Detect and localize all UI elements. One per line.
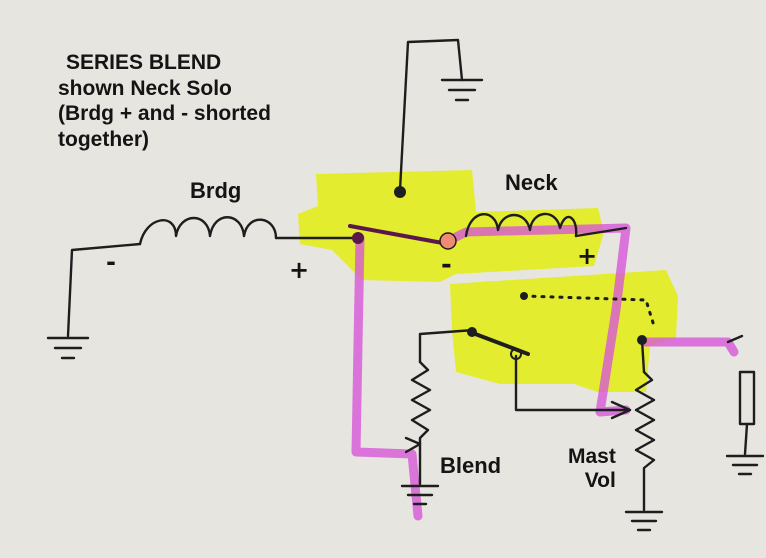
lower-switch-pivot: [467, 327, 477, 337]
upper-switch-highlight: [298, 170, 604, 282]
output-capacitor: [738, 370, 756, 426]
bridge-ground-wire: [66, 242, 142, 338]
bridge-pickup-coil: [138, 216, 278, 246]
title-line-4: together): [58, 127, 149, 151]
blend-wiper-arrow: [404, 436, 422, 454]
lower-switch-output-wire: [514, 354, 630, 412]
bridge-pickup-label: Brdg: [190, 178, 242, 203]
upper-ground-terminal: [394, 186, 406, 198]
master-pot-resistor: [634, 370, 656, 512]
ground-icon: [400, 484, 440, 506]
lower-switch-contact: [510, 348, 522, 360]
bridge-minus-sign: -: [106, 248, 116, 276]
bridge-plus-sign: +: [289, 256, 310, 284]
neck-pickup-label: Neck: [505, 170, 558, 195]
master-volume-label: Mast Vol: [568, 445, 616, 493]
ground-icon: [725, 454, 765, 476]
blend-pot-top-wire: [418, 328, 476, 364]
upper-switch-lever: [348, 224, 450, 246]
diagram-title: SERIES BLEND shown Neck Solo (Brdg + and…: [58, 50, 271, 152]
neck-minus-contact: [439, 232, 457, 250]
master-wiper-arrow: [610, 400, 632, 420]
bridge-plus-terminal: [352, 232, 364, 244]
title-line-3: (Brdg + and - shorted: [58, 102, 271, 126]
neck-plus-sign: +: [577, 242, 598, 270]
blend-pot-label: Blend: [440, 453, 502, 478]
wiring: [66, 38, 756, 512]
lower-switch-dot-terminal: [520, 292, 528, 300]
title-line-1: SERIES BLEND: [66, 51, 222, 74]
master-volume-label-line-2: Vol: [584, 469, 616, 493]
terminals: [352, 186, 647, 360]
lower-switch-highlight: [450, 270, 678, 392]
output-capacitor-lead: [743, 422, 749, 456]
neck-pickup-coil: [464, 212, 578, 238]
signal-path-master-run: [639, 337, 739, 357]
output-wire: [726, 334, 744, 344]
blend-pot-resistor: [410, 360, 432, 458]
master-top-terminal: [637, 335, 647, 345]
ground-icon: [624, 510, 664, 532]
master-pot-top-wire: [640, 338, 646, 374]
ground-symbols: [46, 78, 765, 532]
neck-lead-wire: [574, 226, 628, 238]
signal-path-neck-run: [445, 223, 631, 417]
neck-minus-sign: -: [441, 250, 452, 280]
title-line-2: shown Neck Solo: [58, 76, 232, 100]
master-volume-label-line-1: Mast: [568, 445, 616, 468]
ground-icon: [46, 336, 90, 360]
ground-icon: [440, 78, 484, 102]
upper-ground-wire: [398, 38, 464, 192]
